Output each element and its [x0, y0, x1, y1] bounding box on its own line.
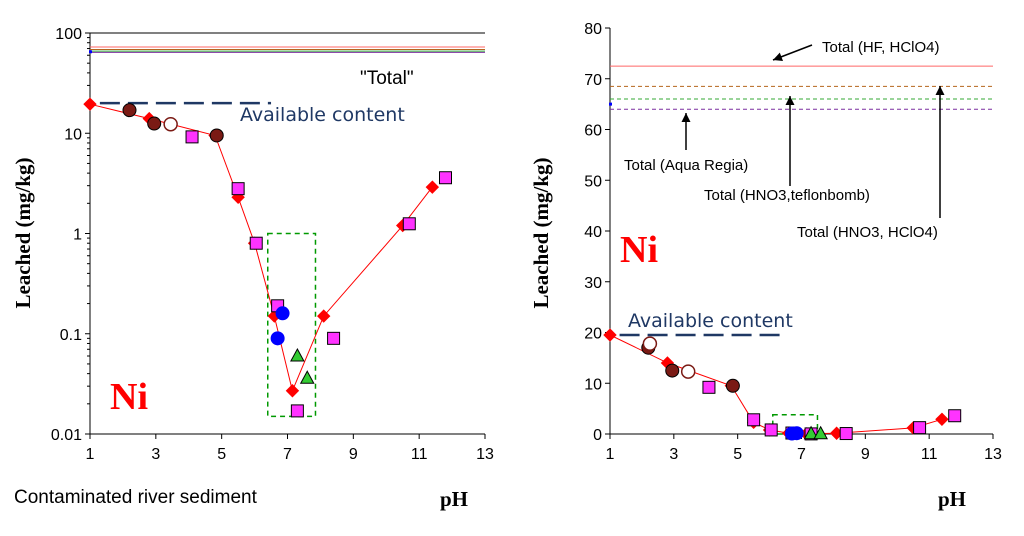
data-point: [725, 378, 740, 393]
data-point: [122, 103, 137, 118]
x-tick-label: 9: [349, 446, 358, 463]
x-tick-label: 11: [411, 446, 428, 463]
y-tick-label: 20: [584, 326, 602, 343]
data-point: [935, 412, 949, 426]
caption: Contaminated river sediment: [14, 487, 258, 508]
annotation-arrowhead: [785, 96, 795, 105]
x-tick-label: 11: [921, 446, 938, 463]
right-element-label: Ni: [620, 229, 658, 271]
data-point: [231, 182, 245, 196]
annotation-total-hclo4: Total (HNO3, HClO4): [797, 224, 938, 241]
data-point: [680, 364, 696, 379]
data-point: [327, 331, 341, 345]
x-tick-label: 5: [217, 446, 226, 463]
x-tick-label: 13: [476, 446, 494, 463]
left-element-label: Ni: [110, 376, 148, 418]
y-tick-label: 0.01: [51, 427, 82, 444]
left-xlabel: pH: [440, 487, 468, 511]
annotation-total-aqua-regia: Total (Aqua Regia): [624, 157, 748, 174]
annotation-total-teflonbomb: Total (HNO3,teflonbomb): [704, 187, 870, 204]
data-point: [185, 130, 199, 144]
left-ylabel: Leached (mg/kg): [11, 157, 35, 308]
y-tick-label: 0.1: [60, 327, 82, 344]
data-point: [839, 427, 853, 441]
right-available-annotation: Available content: [628, 310, 793, 332]
data-point: [209, 128, 224, 143]
x-tick-label: 1: [86, 446, 95, 463]
data-point: [290, 404, 304, 418]
x-tick-label: 7: [283, 446, 292, 463]
x-tick-label: 13: [984, 446, 1002, 463]
x-tick-label: 7: [797, 446, 806, 463]
x-tick-label: 5: [733, 446, 742, 463]
data-point: [642, 336, 658, 351]
data-point: [275, 306, 290, 321]
data-point: [147, 116, 162, 131]
data-point: [249, 236, 263, 250]
axis-marker-dot: [609, 102, 612, 106]
x-tick-label: 9: [861, 446, 870, 463]
y-tick-label: 60: [584, 123, 602, 140]
annotation-arrowhead: [935, 86, 945, 95]
data-point: [603, 328, 617, 342]
data-point: [402, 217, 416, 231]
right-ylabel: Leached (mg/kg): [529, 157, 553, 308]
data-point: [913, 421, 927, 435]
y-tick-label: 40: [584, 224, 602, 241]
left-available-annotation: Available content: [240, 104, 405, 126]
x-tick-label: 3: [669, 446, 678, 463]
left-total-annotation: "Total": [360, 68, 414, 89]
y-tick-label: 0: [593, 427, 602, 444]
data-point: [789, 426, 804, 441]
data-point: [439, 171, 452, 185]
right-xlabel: pH: [938, 487, 966, 511]
data-point: [425, 180, 440, 194]
series-line-en14429: [609, 334, 943, 435]
data-point: [290, 347, 305, 362]
data-point: [813, 425, 828, 440]
y-tick-label: 50: [584, 173, 602, 190]
y-tick-label: 70: [584, 72, 602, 89]
data-point: [702, 380, 716, 394]
y-tick-label: 100: [55, 26, 82, 43]
y-tick-label: 80: [584, 21, 602, 38]
y-tick-label: 10: [584, 376, 602, 393]
data-point: [764, 423, 778, 437]
x-tick-label: 1: [606, 446, 615, 463]
data-point: [285, 384, 300, 398]
x-tick-label: 3: [151, 446, 160, 463]
annotation-total-hf: Total (HF, HClO4): [822, 39, 940, 56]
data-point: [270, 331, 285, 346]
data-point: [948, 409, 962, 423]
data-point: [299, 370, 315, 384]
axis-marker-dot: [89, 50, 92, 54]
annotation-arrows: [681, 44, 945, 218]
data-point: [163, 116, 178, 132]
y-tick-label: 30: [584, 275, 602, 292]
annotation-arrowhead: [681, 113, 691, 122]
series-line-en14429: [89, 103, 433, 393]
data-point: [665, 363, 680, 378]
data-point: [747, 413, 761, 427]
annotation-arrowhead: [773, 52, 784, 61]
y-tick-label: 10: [64, 126, 82, 143]
data-point: [317, 309, 331, 323]
y-tick-label: 1: [73, 227, 82, 244]
data-point: [803, 425, 819, 440]
data-point: [83, 97, 97, 111]
